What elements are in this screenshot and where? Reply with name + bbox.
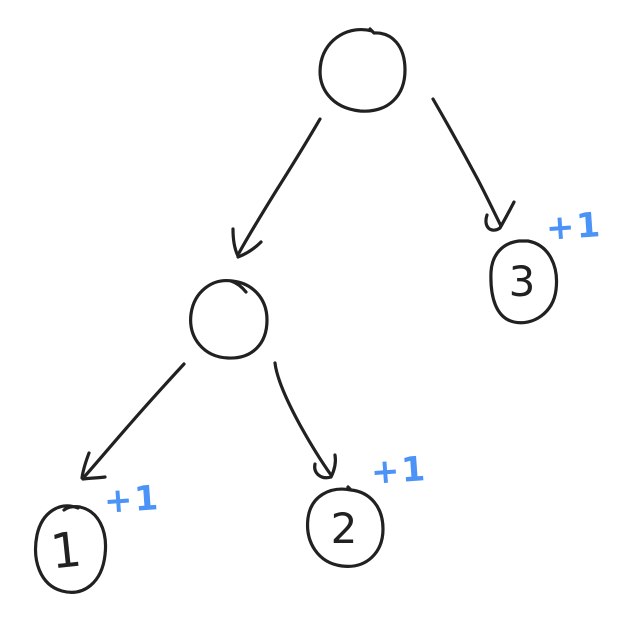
edge-left-child-to-leaf-1: [83, 362, 186, 478]
annotation-plus-one-leaf-3: +1: [544, 205, 604, 249]
node-left-child-circle: [189, 279, 269, 360]
edge-root-to-leaf-3: [431, 97, 503, 228]
node-root-circle: [318, 27, 407, 113]
node-leaf-2-label: 2: [330, 504, 358, 553]
node-leaf-1-circle: [34, 504, 108, 594]
arrowhead-left-child-to-leaf-1: [80, 451, 107, 481]
annotation-plus-one-leaf-2: +1: [369, 449, 429, 493]
annotation-plus-one-leaf-1: +1: [102, 478, 162, 522]
node-leaf-3-label: 3: [508, 257, 536, 306]
node-leaf-2-circle: [305, 485, 385, 568]
arrowhead-root-to-left-child: [231, 227, 263, 259]
edge-left-child-to-leaf-2: [273, 361, 333, 477]
node-left-child-pen-tick: [229, 279, 248, 294]
node-leaf-1-label: 1: [47, 521, 85, 581]
arrowhead-left-child-to-leaf-2: [313, 453, 337, 480]
edge-root-to-left-child: [237, 117, 322, 255]
node-leaf-3-circle: [489, 239, 559, 325]
arrowhead-root-to-leaf-3: [484, 200, 516, 232]
